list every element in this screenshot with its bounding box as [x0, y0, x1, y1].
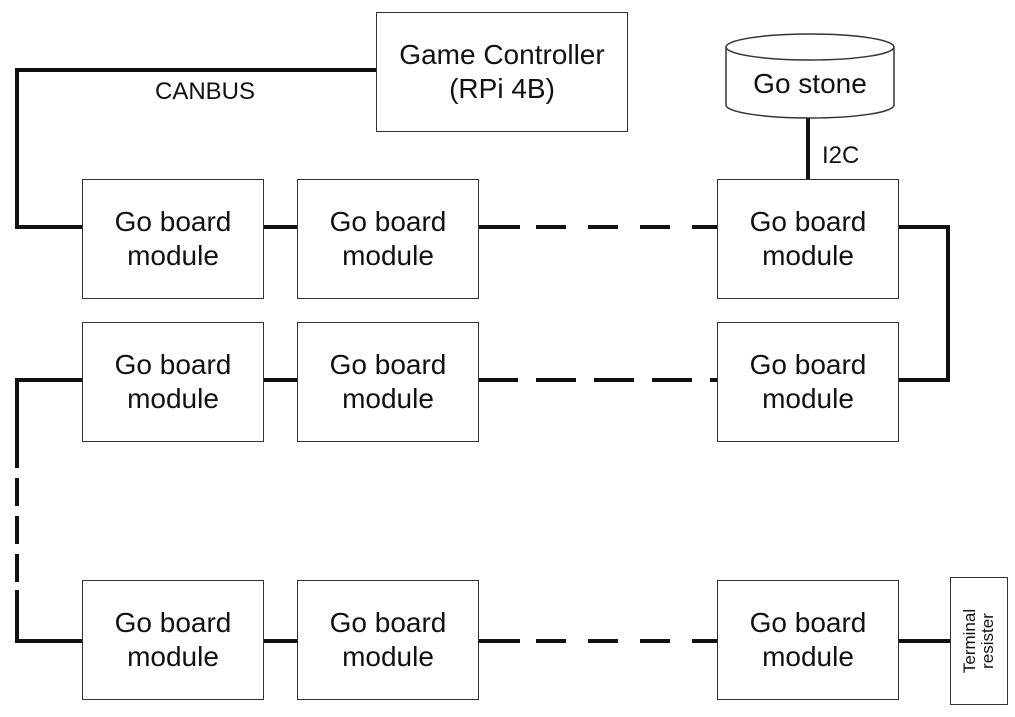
go-board-module: Go board module — [297, 580, 479, 700]
module-label-line2: module — [342, 240, 434, 271]
go-board-module: Go board module — [717, 322, 899, 442]
module-label-line1: Go board — [749, 206, 867, 237]
go-board-module: Go board module — [82, 322, 264, 442]
go-stone-cylinder — [725, 33, 895, 119]
go-stone-label: Go stone — [753, 68, 867, 99]
module-label-line1: Go board — [114, 607, 232, 638]
terminal-label-line2: resister — [978, 613, 997, 669]
module-label-line1: Go board — [749, 349, 867, 380]
module-label-line2: module — [342, 641, 434, 672]
module-label-line1: Go board — [114, 206, 232, 237]
go-board-module: Go board module — [82, 179, 264, 299]
controller-subtitle: (RPi 4B) — [449, 73, 555, 104]
module-label-line2: module — [762, 240, 854, 271]
canbus-label: CANBUS — [155, 78, 256, 105]
i2c-label: I2C — [822, 142, 860, 169]
canbus-wire — [15, 68, 376, 229]
module-label-line1: Go board — [329, 607, 447, 638]
module-label-line2: module — [127, 383, 219, 414]
module-label-line2: module — [127, 240, 219, 271]
module-label-line1: Go board — [114, 349, 232, 380]
go-board-module: Go board module — [297, 322, 479, 442]
module-label-line1: Go board — [329, 206, 447, 237]
go-board-module: Go board module — [717, 179, 899, 299]
module-label-line1: Go board — [329, 349, 447, 380]
controller-title: Game Controller — [399, 39, 605, 70]
module-label-line2: module — [762, 383, 854, 414]
left-bottom-wire — [15, 590, 82, 643]
left-down-wire — [15, 378, 82, 440]
game-controller-box: Game Controller (RPi 4B) — [376, 12, 628, 132]
go-board-module: Go board module — [717, 580, 899, 700]
terminal-resister-box: Terminal resister — [950, 577, 1008, 705]
module-label-line2: module — [342, 383, 434, 414]
module-label-line2: module — [127, 641, 219, 672]
terminal-label-line1: Terminal — [960, 608, 979, 674]
module-label-line1: Go board — [749, 607, 867, 638]
right-loop-wire — [897, 225, 950, 382]
go-board-module: Go board module — [82, 580, 264, 700]
go-board-module: Go board module — [297, 179, 479, 299]
module-label-line2: module — [762, 641, 854, 672]
